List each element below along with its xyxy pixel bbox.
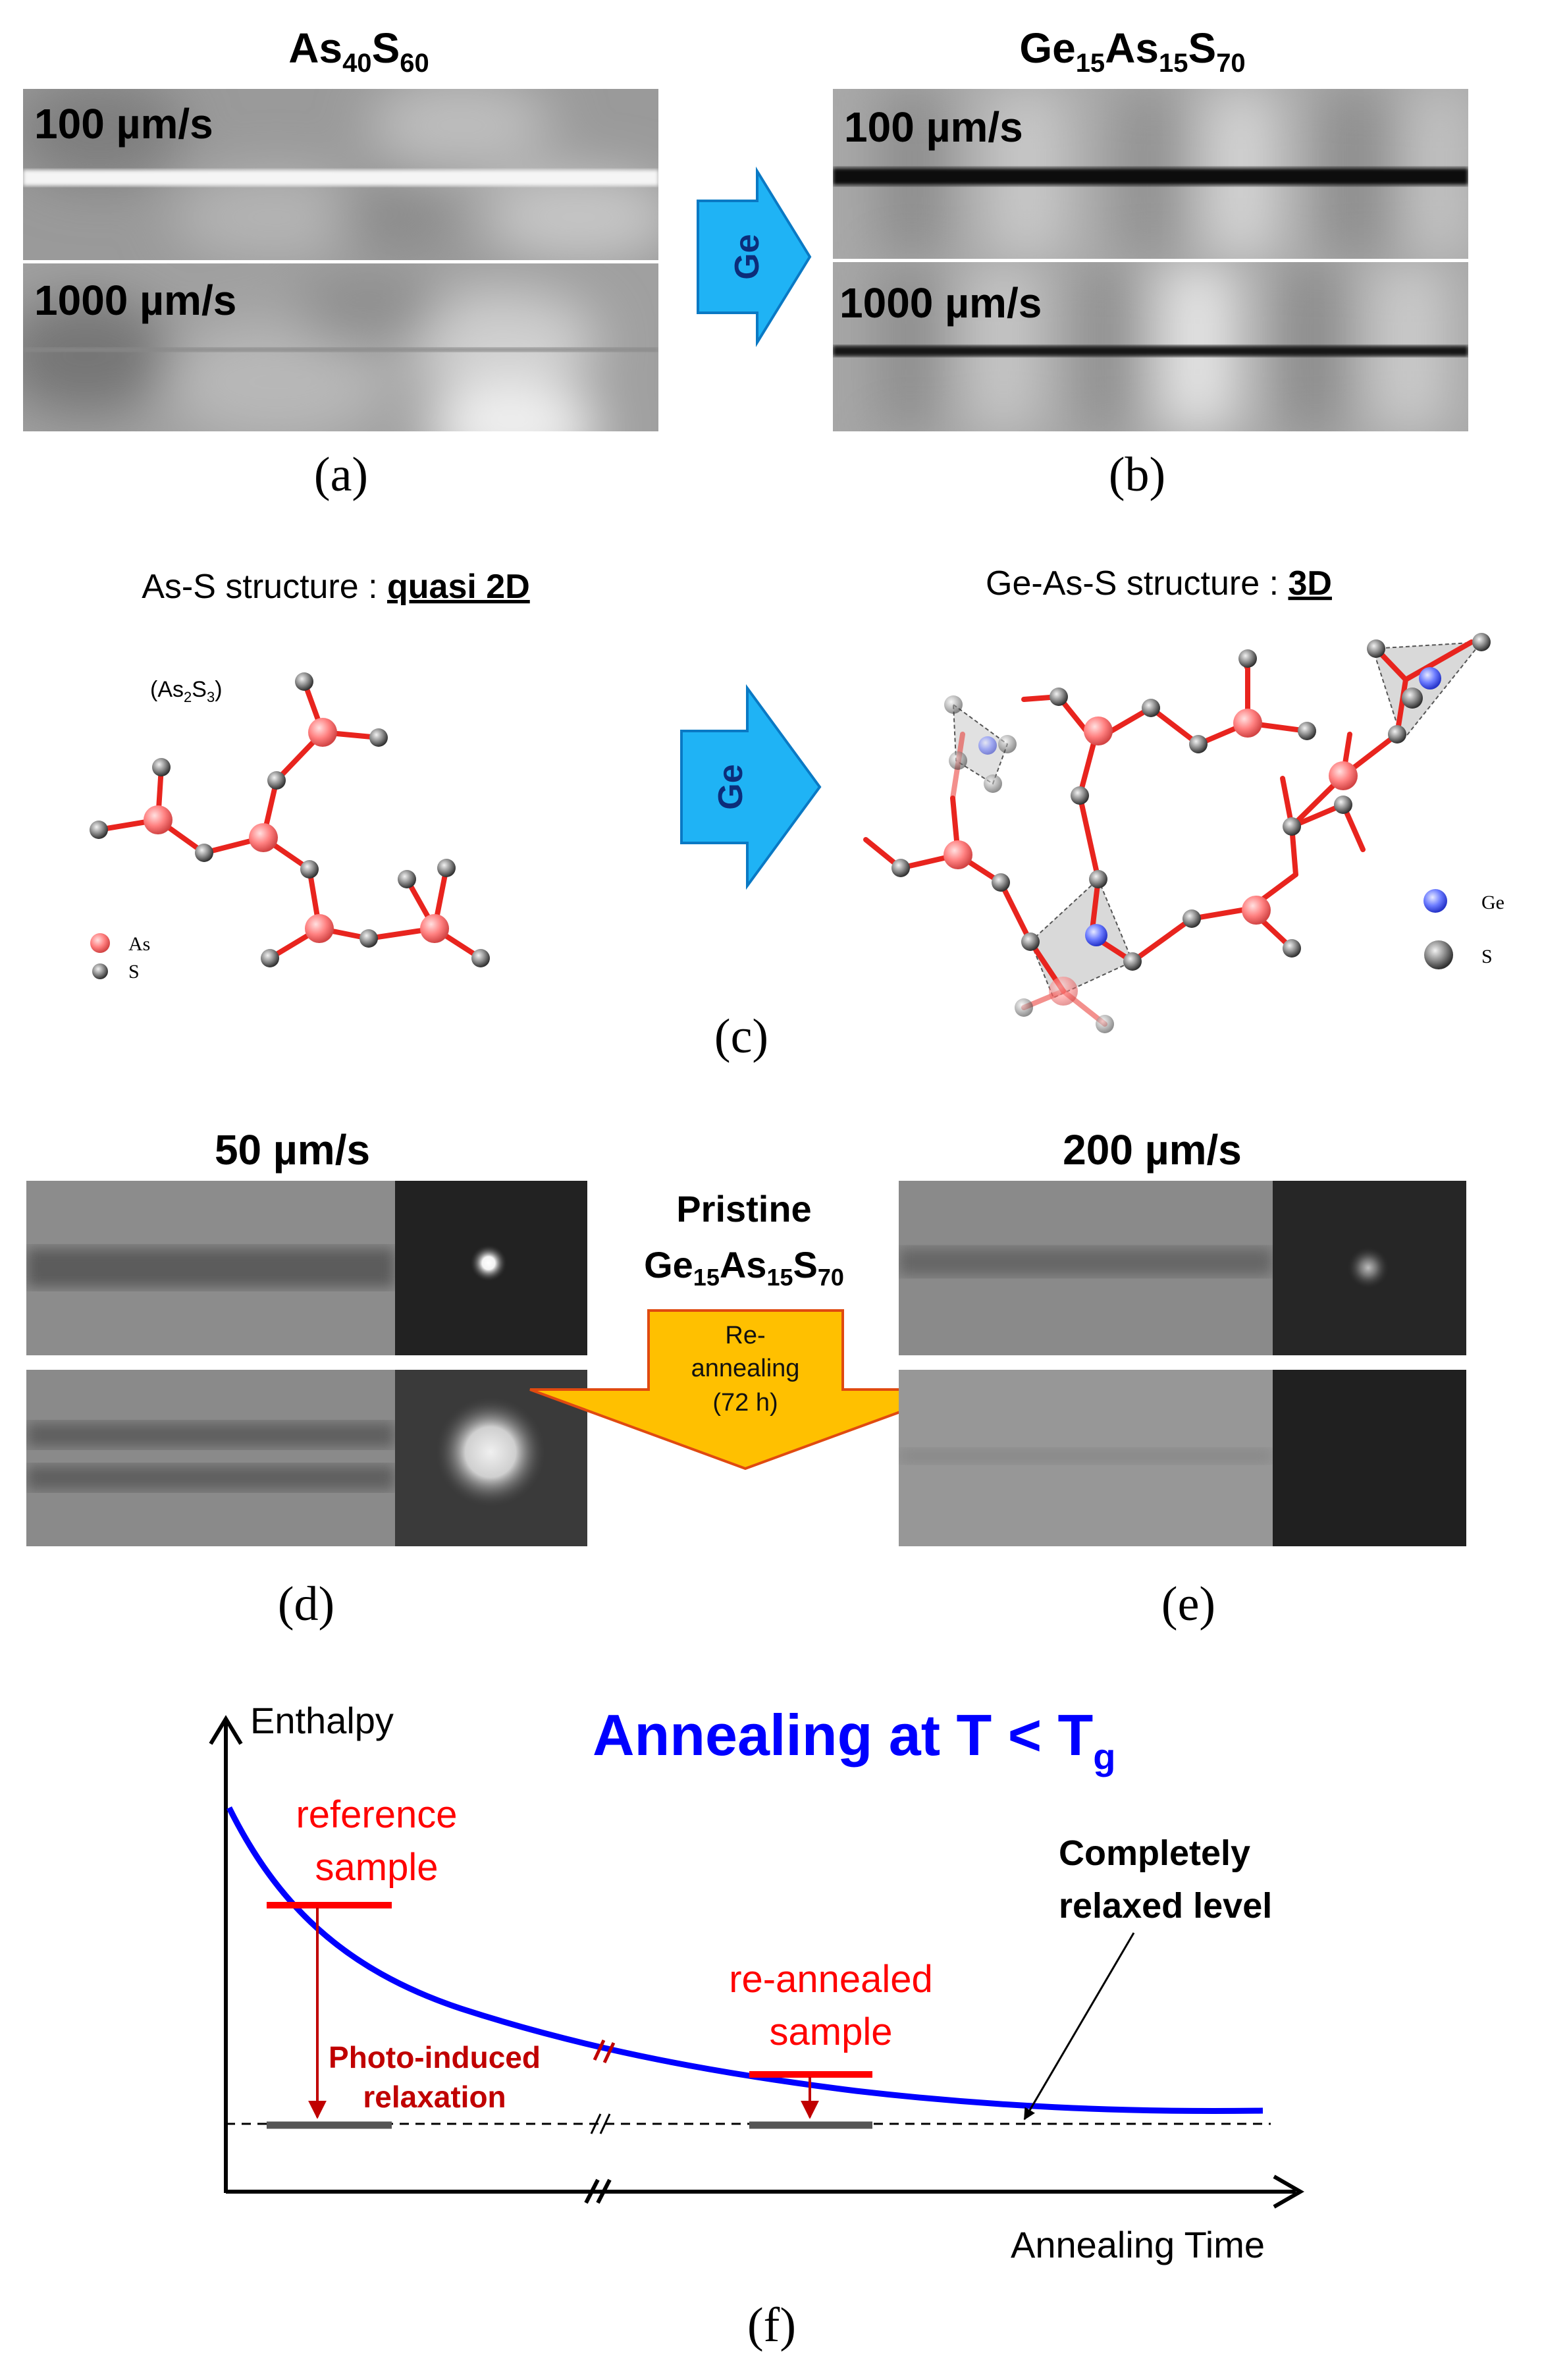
pristine-composition: Ge15As15S70: [644, 1244, 844, 1291]
panel-a-title: As40S60: [288, 24, 429, 78]
panel-b-label: (b): [1109, 448, 1165, 502]
panel-d-speed: 50 µm/s: [215, 1126, 370, 1174]
legend-as-dot: [90, 933, 110, 953]
panel-b: Ge15As15S70 100 µm/s: [833, 24, 1468, 502]
pristine-label: Pristine: [676, 1188, 811, 1230]
panel-a-label: (a): [314, 448, 368, 502]
relaxed-callout-arrow: [1023, 1932, 1135, 2121]
legend-s-dot-right: [1424, 940, 1453, 969]
re-annealing-arrow: [529, 1309, 962, 1471]
ge-as-s-atoms: [891, 633, 1491, 1033]
legend-s-dot: [92, 963, 108, 979]
panel-f: Enthalpy Annealing at T < Tg Annealing T…: [209, 1700, 1305, 2352]
re-annealing-line3: (72 h): [712, 1389, 778, 1417]
panel-b-speed-top: 100 µm/s: [844, 103, 1023, 151]
reference-label-line1: reference: [296, 1793, 457, 1836]
relaxed-label-line2: relaxed level: [1059, 1886, 1272, 1926]
panel-e-speed: 200 µm/s: [1063, 1126, 1242, 1174]
enthalpy-curve: [226, 1806, 1263, 2115]
panel-e-label: (e): [1161, 1577, 1215, 1631]
panel-a-image-top: 100 µm/s: [23, 89, 658, 260]
formula-as2s3: (As2S3): [150, 677, 223, 705]
panel-b-image-top: 100 µm/s: [833, 89, 1468, 259]
center-de: Pristine Ge15As15S70 Re- annealing (72 h…: [529, 1188, 962, 1471]
panel-f-label: (f): [747, 2298, 796, 2352]
panel-a-image-bottom: 1000 µm/s: [23, 263, 658, 431]
reannealed-label-line1: re-annealed: [729, 1958, 933, 2001]
legend-s-label-right: S: [1481, 946, 1493, 967]
x-axis-break: [584, 2178, 612, 2204]
panel-a-speed-bottom: 1000 µm/s: [34, 277, 236, 324]
panel-e-waveguide-bottom: [899, 1370, 1273, 1546]
as-s-atoms: [90, 672, 490, 967]
legend-right: Ge S: [1423, 889, 1504, 969]
panel-d-label: (d): [278, 1577, 334, 1631]
y-axis-arrowhead: [209, 1715, 243, 1745]
panel-f-title: Annealing at T < Tg: [593, 1702, 1116, 1777]
relaxed-level-break: [590, 2113, 611, 2134]
curve-break: [593, 2039, 616, 2064]
legend-as-label: As: [128, 933, 150, 955]
photo-induced-line2: relaxation: [363, 2080, 506, 2114]
panel-e: 200 µm/s (e): [899, 1126, 1466, 1631]
panel-c: As-S structure : quasi 2D (As2S3): [90, 564, 1504, 1064]
relaxed-label-line1: Completely: [1059, 1833, 1250, 1873]
photo-induced-line1: Photo-induced: [329, 2040, 541, 2074]
panel-a-speed-top: 100 µm/s: [34, 100, 213, 148]
panel-e-mode-bottom: [1273, 1370, 1466, 1546]
enthalpy-axis-label: Enthalpy: [250, 1700, 394, 1741]
legend-ge-dot: [1423, 889, 1447, 913]
panel-d: 50 µm/s (d): [26, 1126, 587, 1631]
panel-e-waveguide-top: [899, 1181, 1273, 1355]
ge-arrow-c-label: Ge: [712, 764, 750, 809]
panel-c-label: (c): [714, 1010, 768, 1064]
panel-d-waveguide-top: [26, 1181, 395, 1355]
legend-ge-label: Ge: [1481, 892, 1504, 913]
panel-b-title: Ge15As15S70: [1019, 24, 1245, 78]
panel-b-image-bottom: 1000 µm/s: [833, 262, 1468, 431]
legend-s-label: S: [128, 961, 140, 983]
panel-c-right-title: Ge-As-S structure : 3D: [986, 564, 1332, 603]
panel-d-mode-top: [395, 1181, 587, 1355]
reannealed-label-line2: sample: [770, 2011, 893, 2053]
legend-left: As S: [90, 933, 150, 983]
re-annealing-line1: Re-: [725, 1322, 765, 1349]
x-axis-arrowhead: [1273, 2175, 1305, 2209]
panel-b-speed-bottom: 1000 µm/s: [839, 279, 1042, 327]
time-axis-label: Annealing Time: [1011, 2224, 1265, 2265]
ge-arrow-ab: Ge: [697, 166, 812, 348]
panel-e-mode-top: [1273, 1181, 1466, 1355]
reference-label-line2: sample: [315, 1846, 439, 1889]
panel-c-left-title: As-S structure : quasi 2D: [142, 568, 530, 606]
panel-d-waveguide-bottom: [26, 1370, 395, 1546]
panel-a: As40S60 100 µm/s: [23, 24, 658, 502]
re-annealing-line2: annealing: [691, 1355, 800, 1382]
ge-arrow-c: Ge: [680, 684, 822, 890]
ge-arrow-ab-label: Ge: [728, 234, 766, 279]
